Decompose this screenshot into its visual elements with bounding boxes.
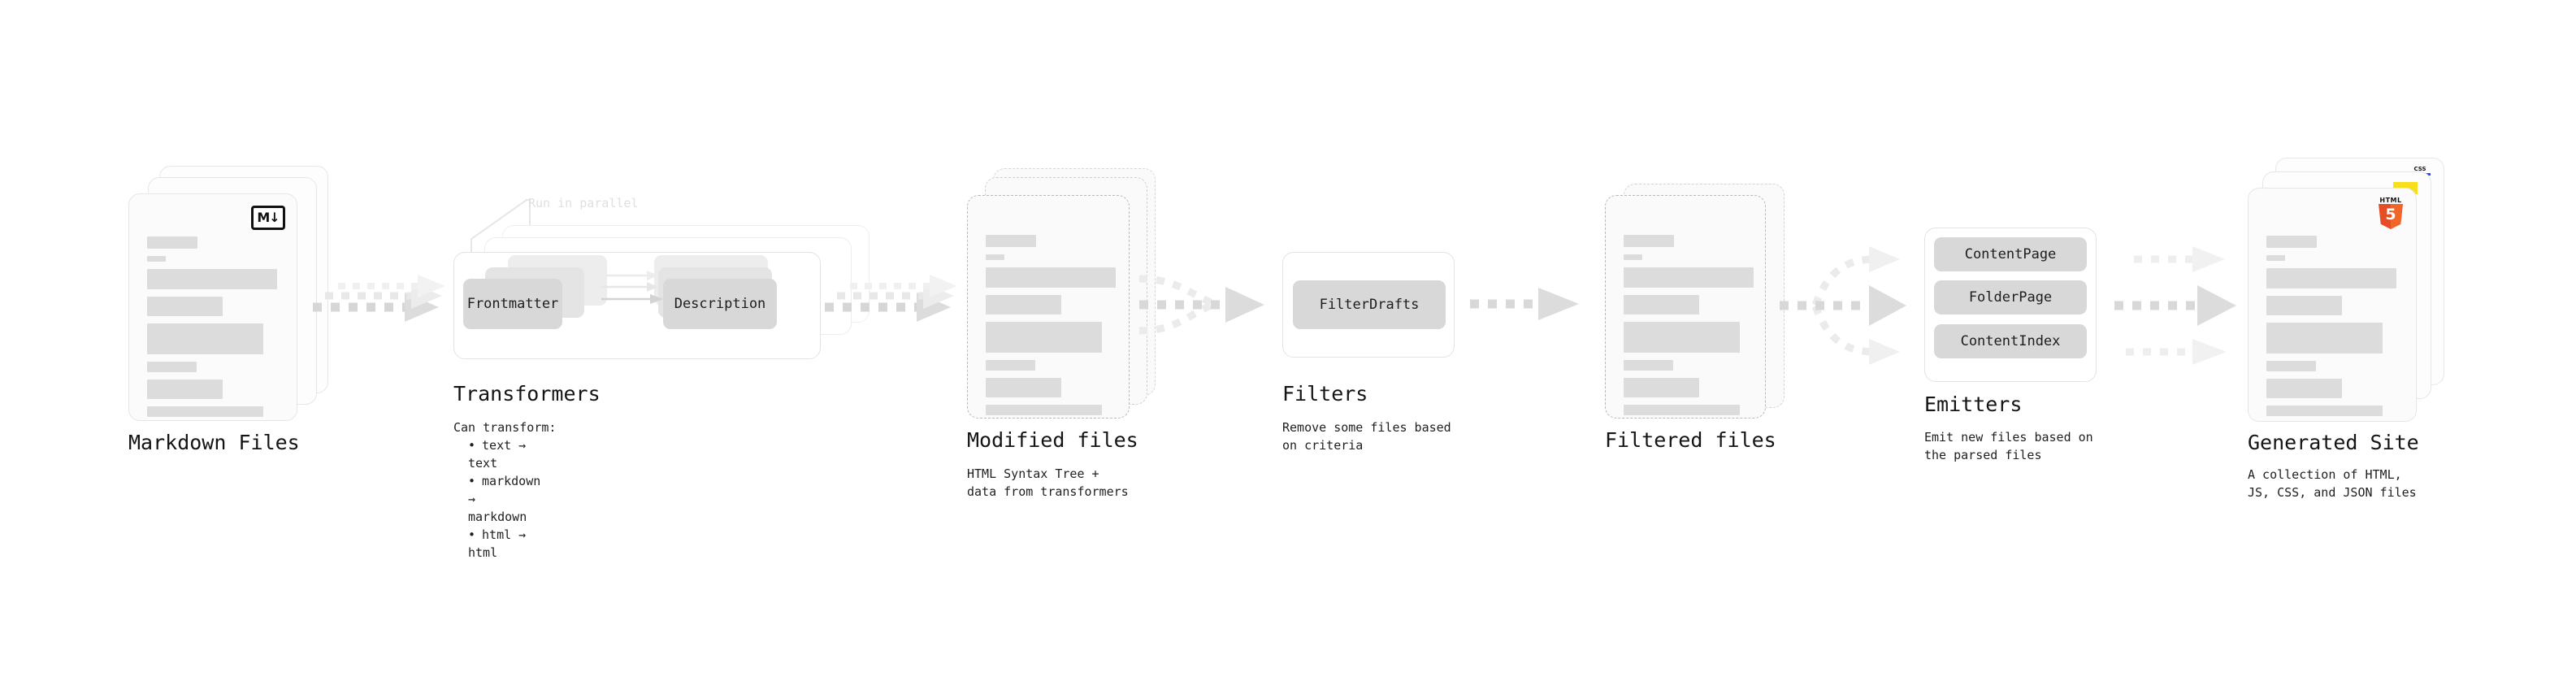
modified-card-front <box>967 195 1130 419</box>
filters-chip-filterdrafts[interactable]: FilterDrafts <box>1293 280 1446 329</box>
site-card-lines <box>2266 236 2396 423</box>
emitters-chip-contentindex[interactable]: ContentIndex <box>1934 324 2087 358</box>
filters-subtitle: Remove some files based on criteria <box>1282 420 1451 453</box>
connector-filtered-to-emitters <box>1780 246 1906 365</box>
label-filtered-files: Filtered files <box>1605 428 1776 452</box>
connector-filters-to-filtered <box>1470 288 1579 320</box>
label-filters: Filters <box>1282 382 1368 406</box>
transformers-chip-frontmatter[interactable]: Frontmatter <box>463 279 562 329</box>
connector-modified-to-filters <box>1138 275 1264 335</box>
label-modified-files: Modified files <box>967 428 1138 452</box>
label-generated-site: Generated Site <box>2248 431 2419 454</box>
transformers-bullet-list: text → text markdown → markdown html → h… <box>453 436 540 562</box>
transformers-bullet-0: text → text <box>468 436 540 472</box>
run-in-parallel-label: Run in parallel <box>528 196 639 210</box>
connector-transformers-to-modified <box>825 275 957 322</box>
run-in-parallel-bracket <box>471 199 531 260</box>
transformers-chip-description[interactable]: Description <box>663 279 777 329</box>
transformers-bullet-1: markdown → markdown <box>468 472 540 526</box>
transformers-bullet-2: html → html <box>468 526 540 562</box>
markdown-card-lines <box>147 236 277 424</box>
markdown-card-front: M↓ <box>128 193 297 421</box>
modified-files-subtitle: HTML Syntax Tree + data from transformer… <box>967 466 1129 499</box>
label-transformers: Transformers <box>453 382 601 406</box>
site-card-front: HTML 5 <box>2248 188 2417 422</box>
modified-card-lines <box>986 235 1116 423</box>
transformers-inner-arrows <box>601 271 663 304</box>
connector-emitters-to-site <box>2114 246 2236 365</box>
connector-markdown-to-transformers <box>313 275 445 322</box>
filtered-card-front <box>1605 195 1766 419</box>
emitters-chip-folderpage[interactable]: FolderPage <box>1934 280 2087 314</box>
html5-badge: HTML 5 <box>2377 197 2405 229</box>
label-emitters: Emitters <box>1924 393 2023 416</box>
label-markdown-files: Markdown Files <box>128 431 300 454</box>
emitters-chip-contentpage[interactable]: ContentPage <box>1934 237 2087 271</box>
markdown-badge: M↓ <box>251 206 285 230</box>
generated-site-subtitle: A collection of HTML, JS, CSS, and JSON … <box>2248 467 2417 500</box>
transformers-subtitle-lead: Can transform: <box>453 420 557 435</box>
filtered-card-lines <box>1624 235 1754 423</box>
emitters-subtitle: Emit new files based on the parsed files <box>1924 430 2093 462</box>
